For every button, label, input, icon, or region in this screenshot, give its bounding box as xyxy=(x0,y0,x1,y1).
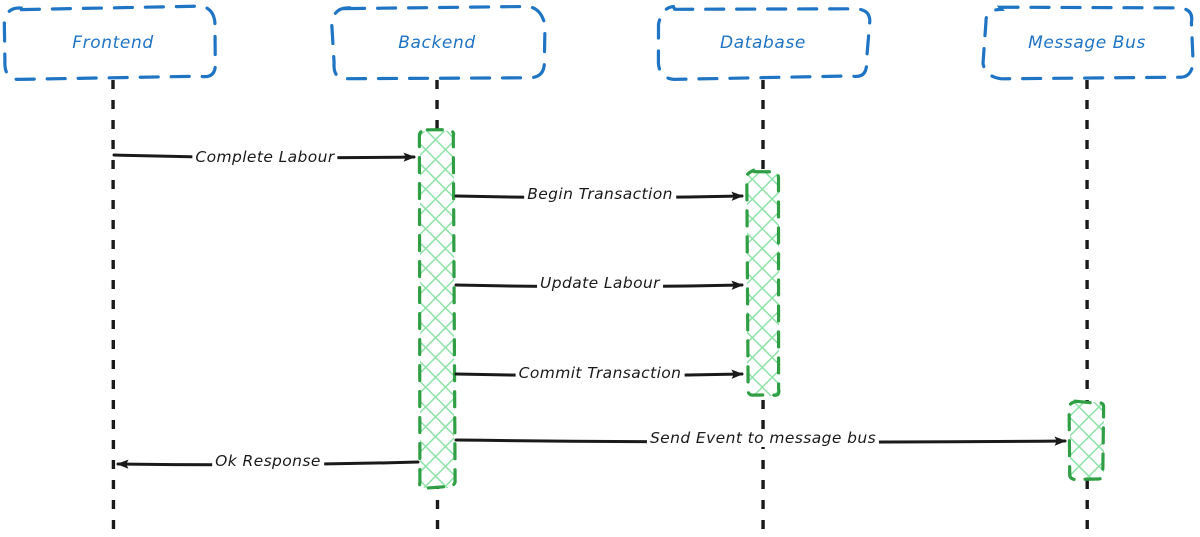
participant-label-frontend: Frontend xyxy=(72,33,154,53)
msg-ok-response-label: Ok Response xyxy=(212,452,324,470)
participant-label-messagebus: Message Bus xyxy=(1028,33,1146,53)
act-messagebus[interactable] xyxy=(1067,399,1106,482)
act-messagebus-fill xyxy=(1070,402,1104,480)
participant-box-database[interactable] xyxy=(656,4,872,82)
participant-box-backend[interactable] xyxy=(330,4,547,81)
act-backend[interactable] xyxy=(417,128,457,490)
activation-bars-group xyxy=(417,128,1106,490)
participant-label-database: Database xyxy=(720,33,806,53)
act-database-fill xyxy=(747,172,779,396)
participant-box-messagebus[interactable] xyxy=(981,5,1195,81)
msg-begin-transaction-label: Begin Transaction xyxy=(524,185,676,203)
participant-boxes-group xyxy=(2,4,1195,82)
participant-label-backend: Backend xyxy=(398,33,476,53)
act-backend-fill xyxy=(420,131,454,488)
msg-update-labour-label: Update Labour xyxy=(537,274,663,292)
participant-box-frontend[interactable] xyxy=(2,4,217,82)
msg-commit-transaction-label: Commit Transaction xyxy=(515,364,685,382)
msg-send-event-label: Send Event to message bus xyxy=(646,429,880,447)
msg-complete-labour-label: Complete Labour xyxy=(192,148,338,166)
act-database[interactable] xyxy=(745,168,781,397)
